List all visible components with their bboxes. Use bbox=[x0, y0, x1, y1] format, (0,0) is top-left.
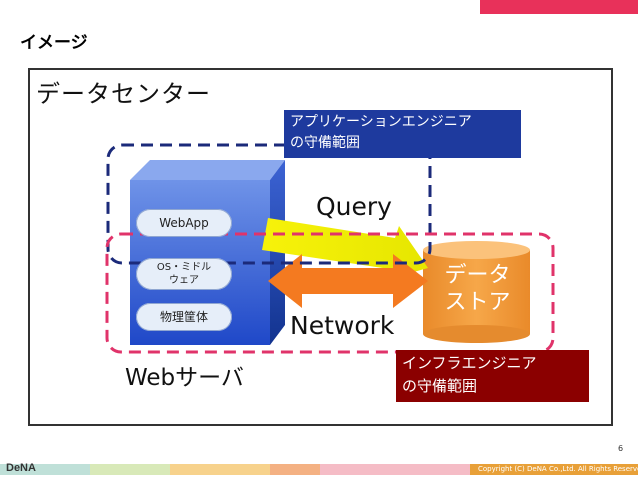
datastore-label: データ ストア bbox=[430, 262, 525, 316]
infra-engineer-scope-tag: インフラエンジニア の守備範囲 bbox=[396, 350, 589, 402]
hardware-layer: 物理筐体 bbox=[136, 303, 232, 331]
datacenter-frame bbox=[28, 68, 613, 426]
infra-scope-line2: の守備範囲 bbox=[402, 377, 478, 395]
app-scope-line1: アプリケーションエンジニア bbox=[290, 114, 472, 130]
top-accent-bar bbox=[480, 0, 638, 14]
datacenter-label: データセンター bbox=[36, 80, 211, 108]
dena-logo: DeNA bbox=[6, 462, 36, 474]
app-scope-outline bbox=[106, 143, 432, 265]
infra-scope-line1: インフラエンジニア bbox=[402, 354, 537, 372]
datastore-line2: ストア bbox=[444, 290, 511, 315]
middleware-line2: ウェア bbox=[169, 275, 199, 286]
query-label: Query bbox=[316, 192, 392, 221]
network-arrow bbox=[268, 254, 428, 308]
footer-band bbox=[0, 464, 638, 475]
page-number: 6 bbox=[618, 444, 624, 453]
network-label: Network bbox=[290, 311, 395, 340]
copyright-text: Copyright (C) DeNA Co.,Ltd. All Rights R… bbox=[478, 465, 638, 473]
webapp-layer: WebApp bbox=[136, 209, 232, 237]
middleware-line1: OS・ミドル bbox=[156, 262, 212, 273]
middleware-layer: OS・ミドル ウェア bbox=[136, 258, 232, 290]
web-server-label: Webサーバ bbox=[125, 365, 244, 391]
app-scope-line2: の守備範囲 bbox=[290, 135, 360, 151]
infra-scope-outline bbox=[105, 232, 555, 354]
slide-title: イメージ bbox=[20, 33, 88, 53]
datastore-cylinder bbox=[423, 241, 530, 343]
datastore-line1: データ bbox=[444, 263, 511, 288]
app-engineer-scope-tag: アプリケーションエンジニア の守備範囲 bbox=[284, 110, 521, 158]
